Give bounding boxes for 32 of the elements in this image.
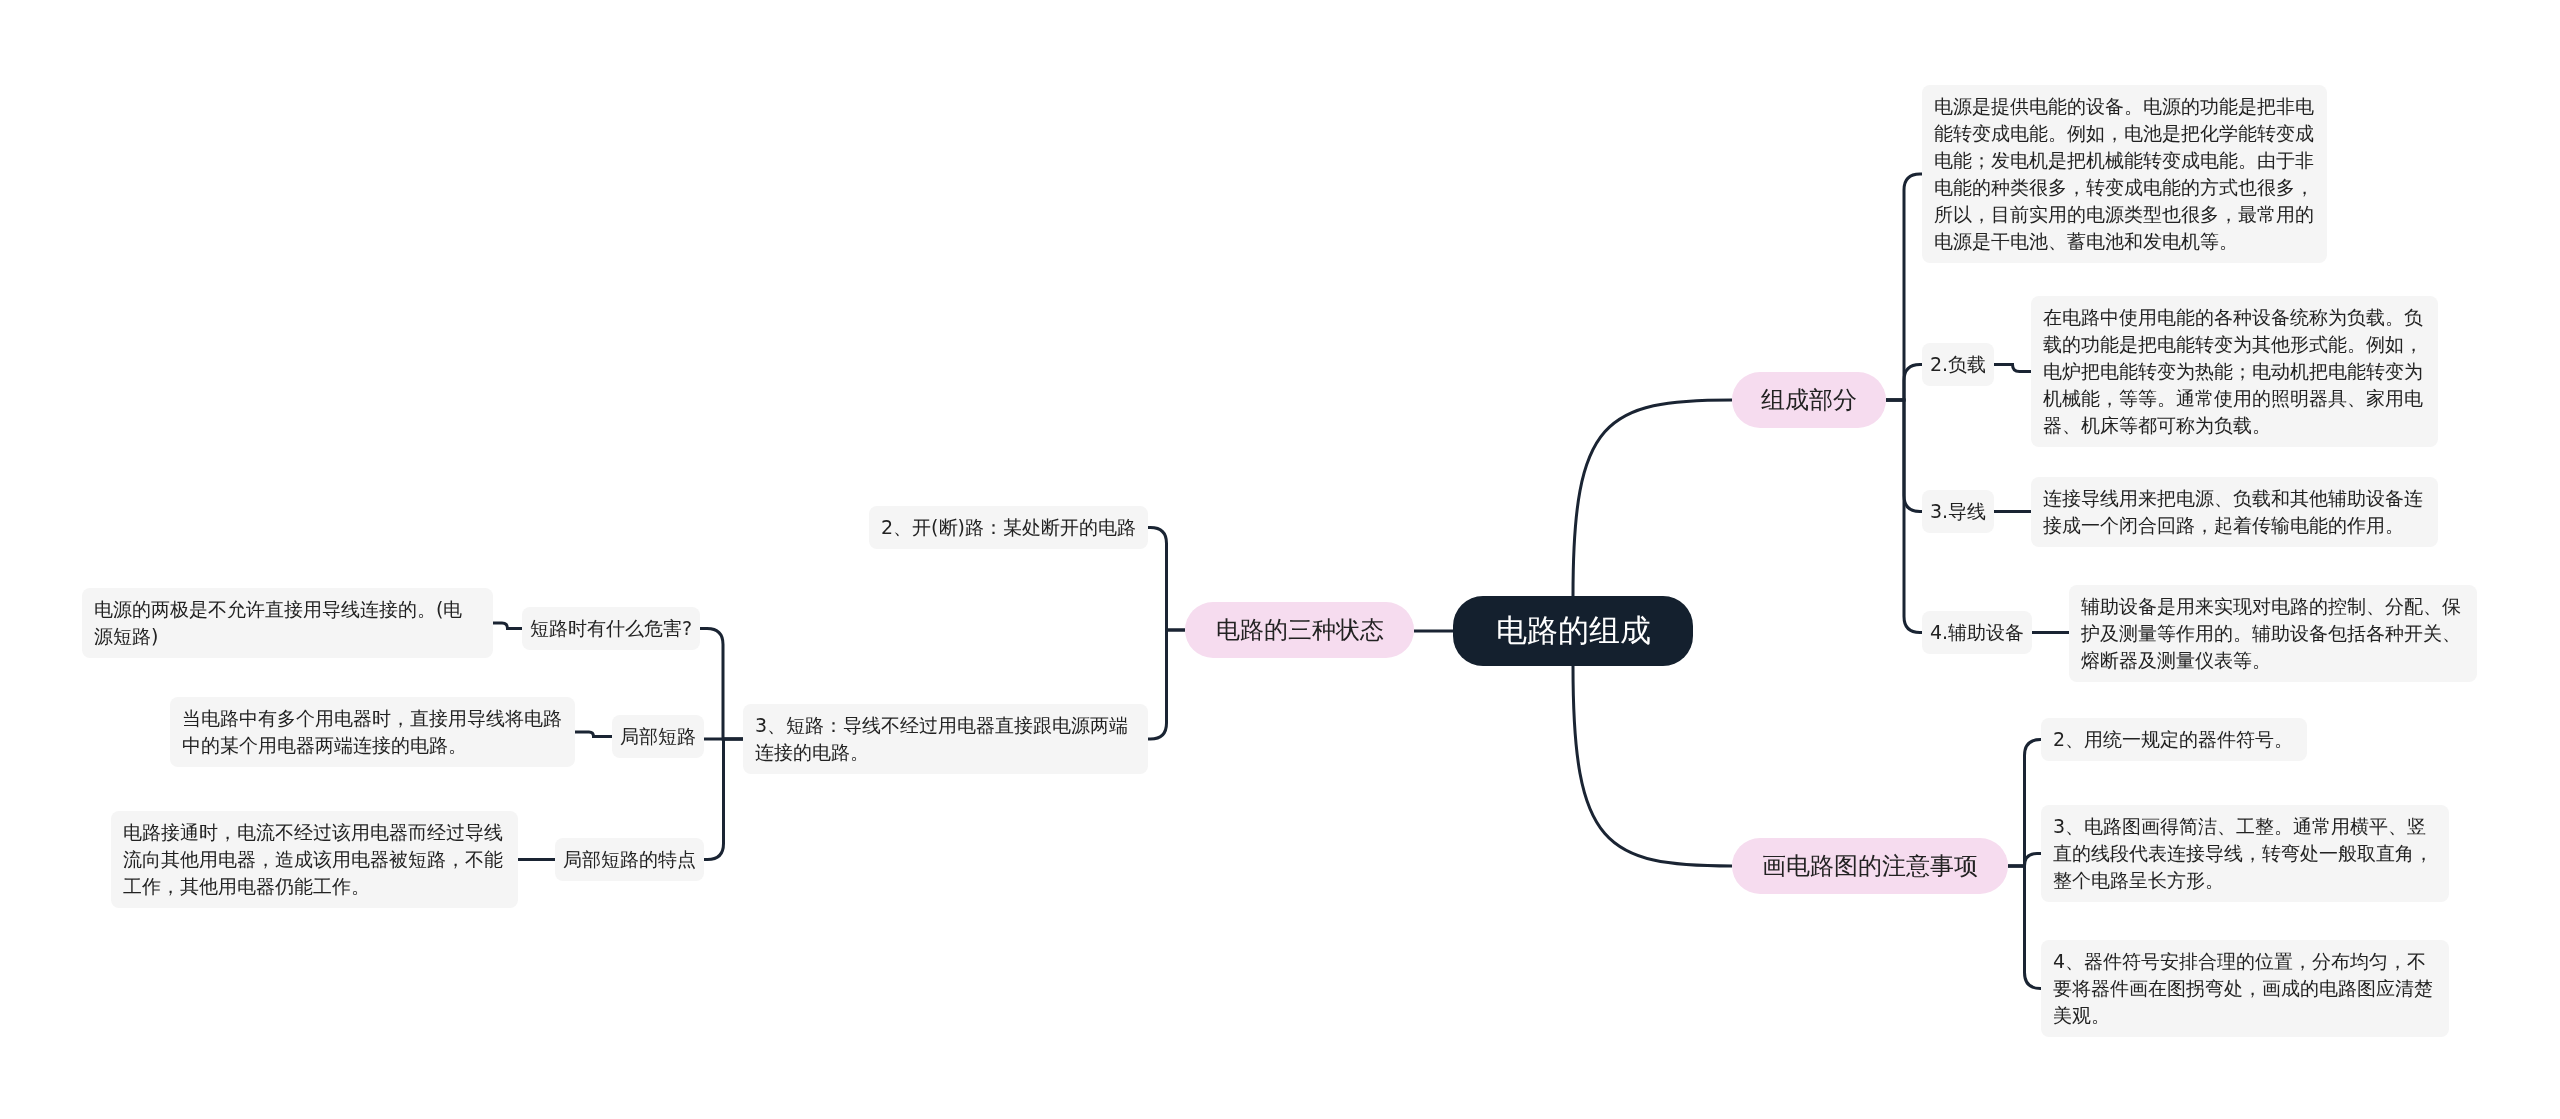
subtopic-box: 电路接通时，电流不经过该用电器而经过导线流向其他用电器，造成该用电器被短路，不能工作，其他用电器仍能工作。: [111, 811, 518, 908]
subtopic-box: 短路时有什么危害?: [522, 607, 701, 650]
subtopic-box: 3、短路：导线不经过用电器直接跟电源两端连接的电路。: [743, 704, 1148, 774]
connector-line: [493, 621, 522, 630]
connector-line: [1994, 363, 2031, 373]
subtopic-box: 局部短路: [612, 715, 704, 758]
central-topic: 电路的组成: [1453, 596, 1693, 666]
subtopic-box: 电源的两极是不允许直接用导线连接的。(电源短路): [82, 588, 493, 658]
subtopic-box: 辅助设备是用来实现对电路的控制、分配、保护及测量等作用的。辅助设备包括各种开关、熔断器及测量仪表等。: [2069, 585, 2477, 682]
branch-topic: 画电路图的注意事项: [1732, 838, 2008, 894]
subtopic-box: 在电路中使用电能的各种设备统称为负载。负载的功能是把电能转变为其他形式能。例如，电炉把电能转变为热能；电动机把电能转变为机械能，等等。通常使用的照明器具、家用电器、机床等都可称为负载。: [2031, 296, 2438, 447]
subtopic-box: 2、用统一规定的器件符号。: [2041, 718, 2307, 761]
branch-topic: 组成部分: [1732, 372, 1886, 428]
subtopic-box: 4、器件符号安排合理的位置，分布均匀，不要将器件画在图拐弯处，画成的电路图应清楚美观。: [2041, 940, 2449, 1037]
subtopic-box: 当电路中有多个用电器时，直接用导线将电路中的某个用电器两端连接的电路。: [170, 697, 575, 767]
connector-line: [575, 730, 612, 738]
subtopic-box: 2、开(断)路：某处断开的电路: [869, 506, 1148, 549]
connector-line: [1994, 510, 2031, 513]
subtopic-box: 3.导线: [1922, 490, 1995, 533]
connector-line: [1571, 665, 1733, 868]
connector-line: [518, 858, 555, 861]
subtopic-box: 2.负载: [1922, 343, 1995, 386]
connector-line: [1414, 629, 1453, 633]
branch-topic: 电路的三种状态: [1185, 602, 1414, 658]
connector-line: [2008, 864, 2042, 990]
connector-line: [1571, 398, 1733, 597]
subtopic-box: 3、电路图画得简洁、工整。通常用横平、竖直的线段代表连接导线，转弯处一般取直角，整个电路呈长方形。: [2041, 805, 2449, 902]
subtopic-box: 连接导线用来把电源、负载和其他辅助设备连接成一个闭合回路，起着传输电能的作用。: [2031, 477, 2438, 547]
subtopic-box: 电源是提供电能的设备。电源的功能是把非电能转变成电能。例如，电池是把化学能转变成电能；发电机是把机械能转变成电能。由于非电能的种类很多，转变成电能的方式也很多，所以，目前实用的电源类型也很多，最常用的电源是干电池、蓄电池和发电机等。: [1922, 85, 2327, 263]
subtopic-box: 局部短路的特点: [555, 838, 704, 881]
subtopic-box: 4.辅助设备: [1922, 611, 2033, 654]
connector-line: [2032, 631, 2069, 634]
